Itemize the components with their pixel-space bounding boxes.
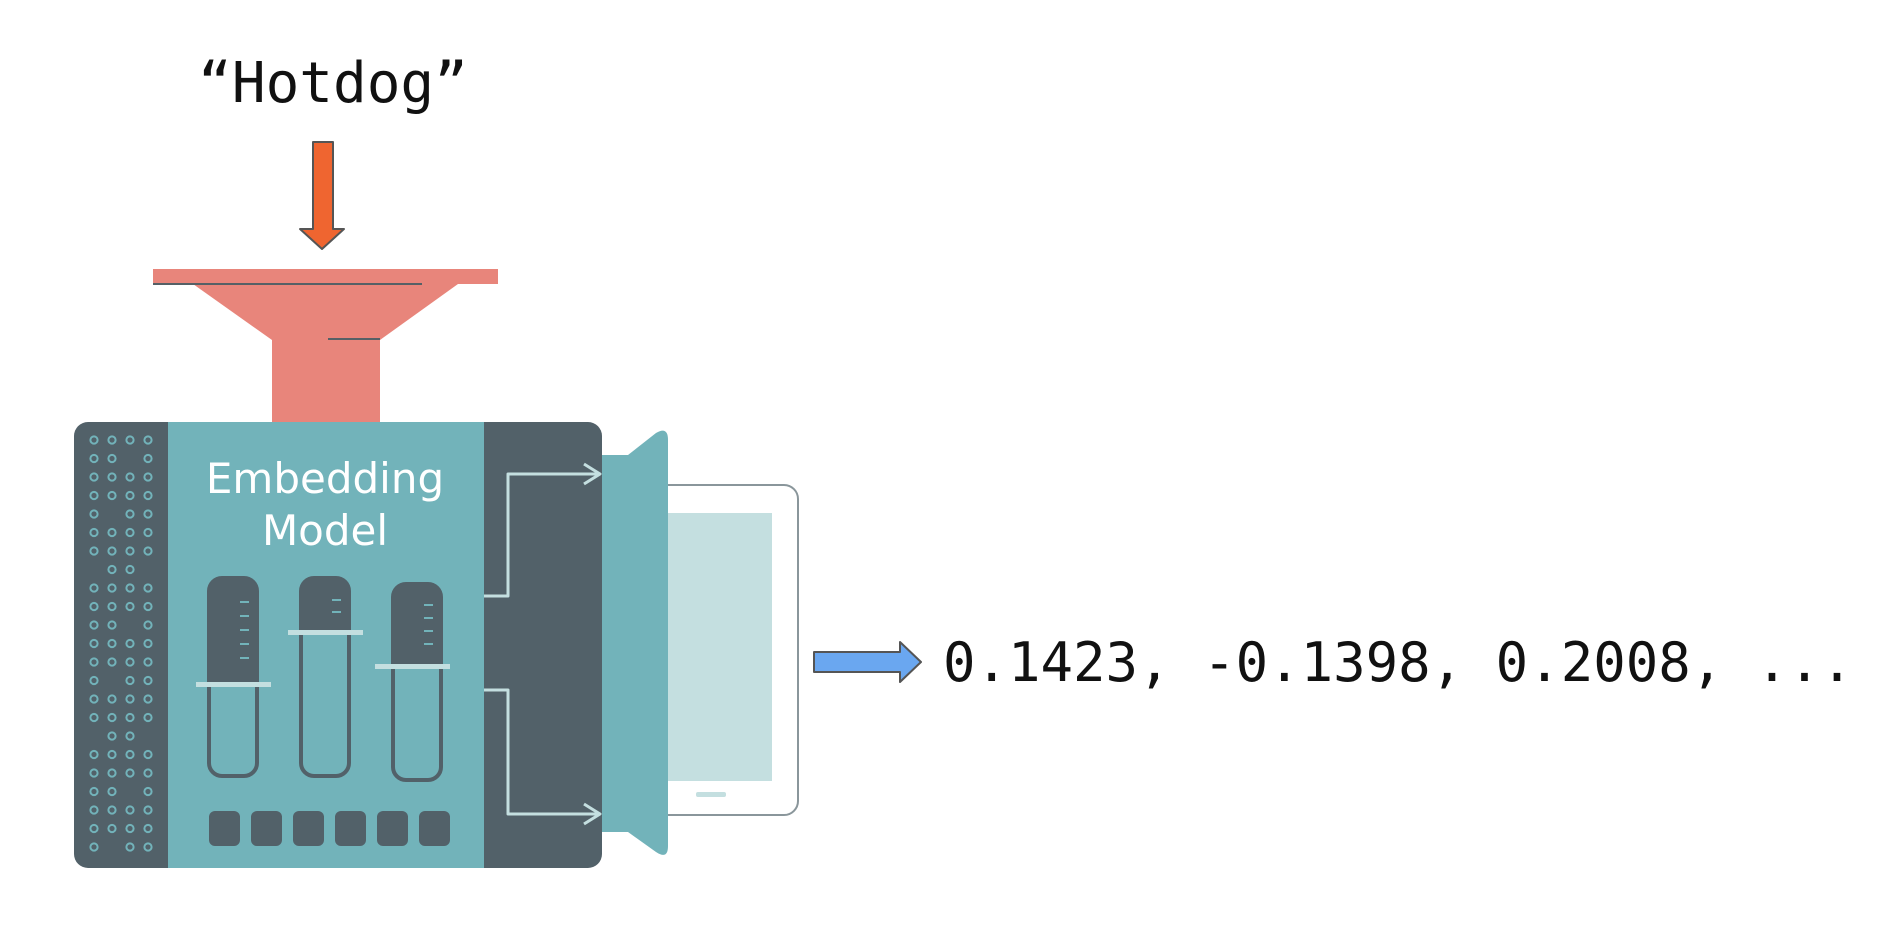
output-vector: 0.1423, -0.1398, 0.2008, ... <box>943 631 1853 694</box>
funnel-icon <box>153 269 498 424</box>
model-title-line1: Embedding <box>206 454 444 503</box>
machine-nozzle <box>600 431 668 855</box>
arrow-down-icon <box>300 142 344 249</box>
embedding-machine: Embedding Model <box>74 422 602 868</box>
input-label: “Hotdog” <box>198 51 468 116</box>
arrow-right-icon <box>814 642 921 682</box>
model-title-line2: Model <box>262 506 388 555</box>
